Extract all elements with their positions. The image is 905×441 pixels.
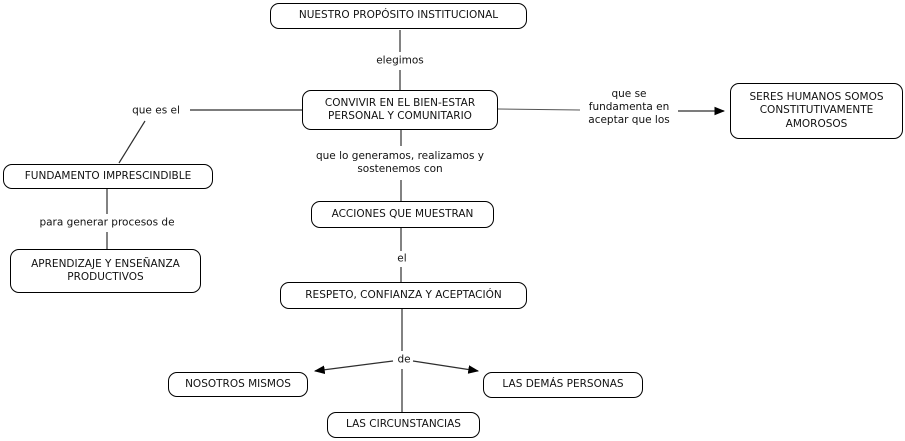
edge-convivir-fundamenta <box>497 108 581 111</box>
edge-de-nosotros <box>313 360 394 375</box>
link-label-de[interactable]: de <box>395 353 413 367</box>
node-las-demas-personas[interactable]: LAS DEMÁS PERSONAS <box>483 372 643 398</box>
node-aprendizaje-ensenanza[interactable]: APRENDIZAJE Y ENSEÑANZA PRODUCTIVOS <box>10 249 201 293</box>
node-respeto-confianza-aceptacion[interactable]: RESPETO, CONFIANZA Y ACEPTACIÓN <box>280 282 527 309</box>
node-nosotros-mismos[interactable]: NOSOTROS MISMOS <box>168 372 308 397</box>
node-fundamento-imprescindible[interactable]: FUNDAMENTO IMPRESCINDIBLE <box>3 164 213 189</box>
node-las-circunstancias[interactable]: LAS CIRCUNSTANCIAS <box>327 412 480 438</box>
link-label-que-lo-generamos[interactable]: que lo generamos, realizamos y sostenemo… <box>313 150 487 176</box>
node-proposito-institucional[interactable]: NUESTRO PROPÓSITO INSTITUCIONAL <box>270 3 527 29</box>
edge-de-demas <box>412 360 480 374</box>
node-acciones-que-muestran[interactable]: ACCIONES QUE MUESTRAN <box>311 201 494 228</box>
link-label-que-es-el[interactable]: que es el <box>130 104 182 118</box>
edge-queesel-fundamento <box>118 120 146 164</box>
link-label-elegimos[interactable]: elegimos <box>374 54 426 68</box>
node-seres-humanos-amorosos[interactable]: SERES HUMANOS SOMOS CONSTITUTIVAMENTE AM… <box>730 83 903 139</box>
node-convivir-bienestar[interactable]: CONVIVIR EN EL BIEN-ESTAR PERSONAL Y COM… <box>302 90 498 130</box>
link-label-el[interactable]: el <box>395 252 409 266</box>
link-label-para-generar-procesos[interactable]: para generar procesos de <box>37 216 177 230</box>
link-label-que-se-fundamenta[interactable]: que se fundamenta en aceptar que los <box>586 87 672 127</box>
